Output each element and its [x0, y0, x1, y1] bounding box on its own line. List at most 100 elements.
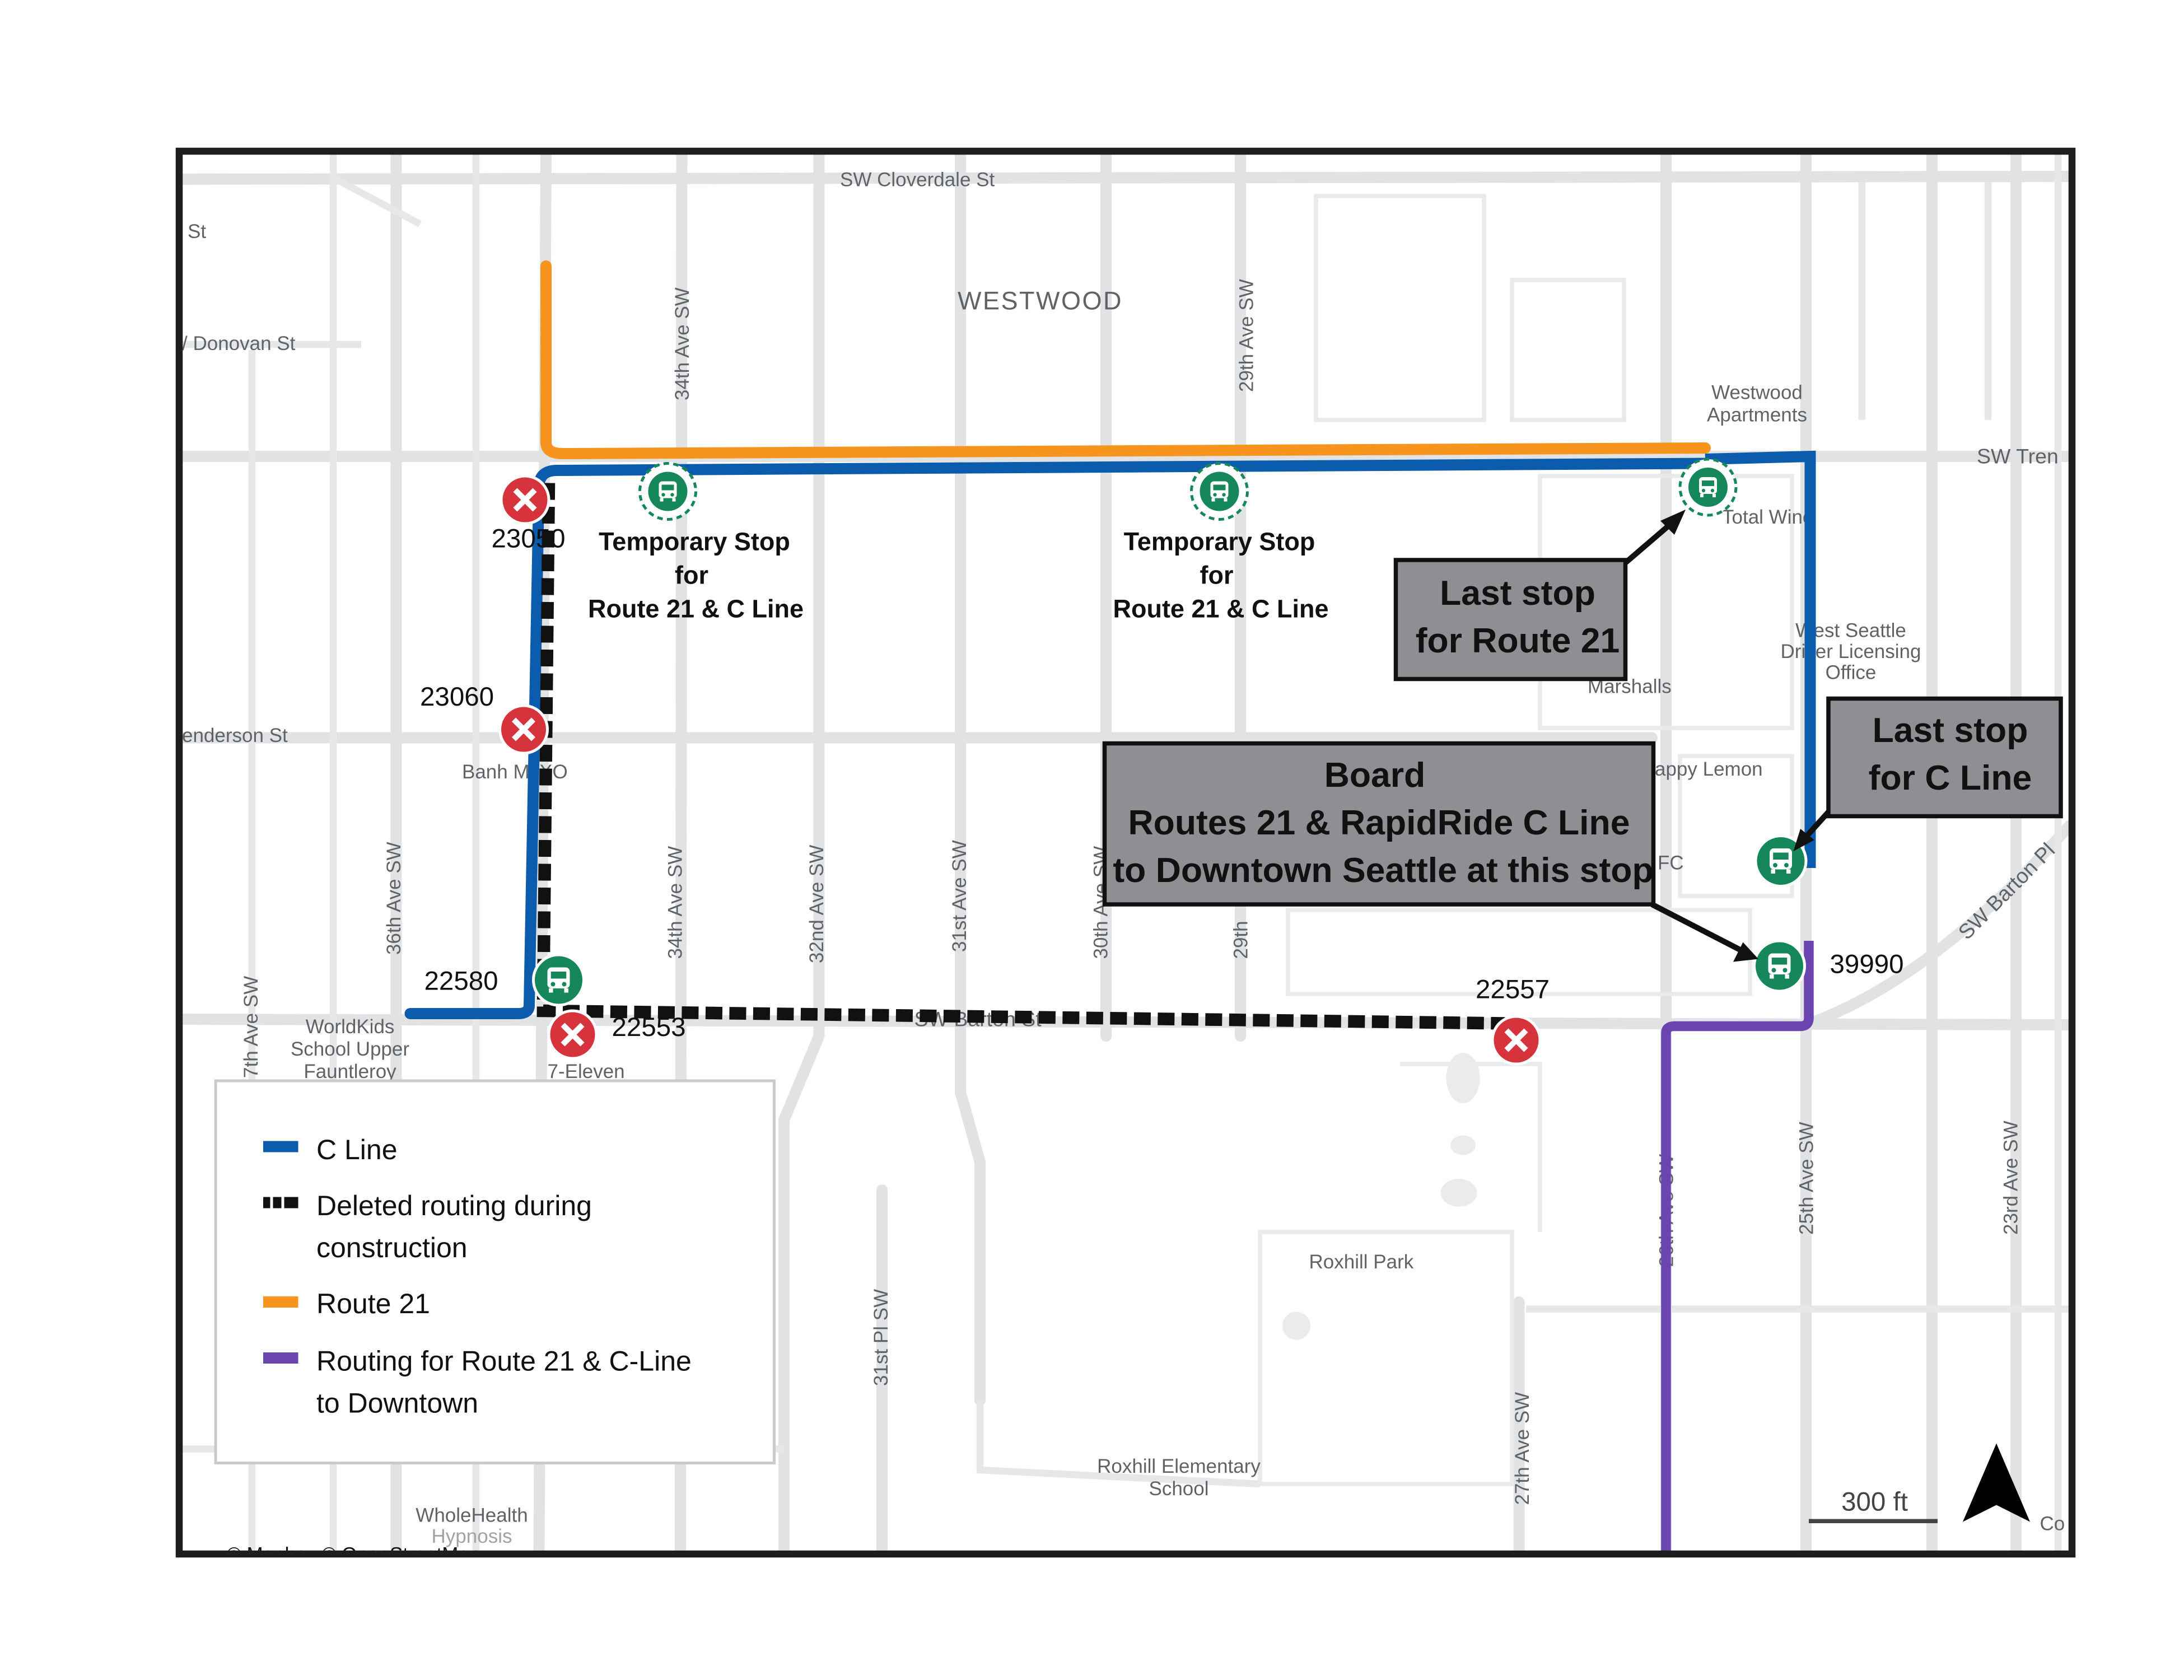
- place-label: Roxhill Elementary: [1097, 1455, 1261, 1477]
- place-label: WorldKids: [306, 1016, 395, 1038]
- svg-text:Last stop: Last stop: [1440, 573, 1595, 613]
- bus-stop-22580[interactable]: [532, 953, 585, 1007]
- north-arrow-icon: [1963, 1443, 2030, 1522]
- street-label: 31st Pl SW: [870, 1289, 892, 1386]
- bus-stops: [532, 458, 1808, 1007]
- legend: C Line Deleted routing during constructi…: [214, 1079, 776, 1464]
- legend-label: C Line: [316, 1134, 398, 1165]
- map-area[interactable]: SW Cloverdale St St / Donovan St enderso…: [182, 154, 2069, 1566]
- street-label: enderson St: [182, 725, 288, 746]
- map-frame: [175, 147, 2076, 1558]
- legend-swatch-deleted: [263, 1197, 298, 1208]
- street-label: 34th Ave SW: [671, 287, 693, 400]
- street-labels: SW Cloverdale St St / Donovan St enderso…: [182, 169, 2059, 1505]
- closed-stop-23050[interactable]: [500, 474, 550, 525]
- route-21-line: [540, 260, 1711, 460]
- street-label: 32nd Ave SW: [806, 845, 828, 963]
- svg-text:Temporary Stop: Temporary Stop: [1124, 528, 1315, 556]
- map-attribution: © Mapbox © OpenStreetMap: [227, 1544, 480, 1566]
- temporary-stop-route-21-last[interactable]: [1678, 458, 1738, 517]
- closed-stop-22557[interactable]: [1491, 1015, 1542, 1066]
- svg-text:300 ft: 300 ft: [1841, 1487, 1908, 1517]
- svg-text:Route 21 & C Line: Route 21 & C Line: [1113, 595, 1328, 623]
- close-icon: [1504, 1028, 1528, 1052]
- place-label: Fauntleroy: [304, 1061, 396, 1082]
- svg-text:for: for: [1200, 561, 1234, 590]
- arrow-head-icon: [1793, 829, 1814, 851]
- closed-stops: [498, 474, 1542, 1066]
- bus-stop-39990[interactable]: [1753, 939, 1806, 993]
- stop-numbers: 23050 23060 22580 22553 22557 39990: [420, 524, 1904, 1043]
- temporary-stop[interactable]: [638, 462, 697, 521]
- stop-number: 22553: [612, 1012, 686, 1042]
- street-label: 34th Ave SW: [665, 846, 687, 959]
- legend-label: construction: [316, 1232, 468, 1263]
- place-label: Office: [1826, 662, 1877, 684]
- arrow-head-icon: [1660, 510, 1686, 535]
- temporary-stop[interactable]: [1190, 462, 1249, 521]
- street-label: 29th: [1230, 921, 1252, 959]
- street-label: 23rd Ave SW: [2000, 1121, 2022, 1235]
- place-label: School: [1149, 1478, 1208, 1500]
- street-label: 31st Ave SW: [949, 840, 970, 952]
- street-label: 29th Ave SW: [1236, 279, 1258, 392]
- neighborhood-label: WESTWOOD: [958, 287, 1123, 315]
- street-label: St: [188, 221, 206, 242]
- bus-stop-c-line-last[interactable]: [1754, 834, 1808, 888]
- closed-stop-22553[interactable]: [547, 1009, 598, 1060]
- svg-text:to Downtown Seattle at this st: to Downtown Seattle at this stop: [1113, 851, 1653, 890]
- svg-text:Temporary Stop: Temporary Stop: [599, 528, 790, 556]
- place-label: Westwood: [1711, 382, 1803, 404]
- arrow: [1650, 902, 1746, 955]
- place-label: 7-Eleven: [548, 1061, 625, 1082]
- close-icon: [561, 1023, 585, 1047]
- street-label: 25th Ave SW: [1796, 1122, 1818, 1235]
- svg-text:Route 21 & C Line: Route 21 & C Line: [588, 595, 804, 623]
- stop-number: 22557: [1476, 975, 1550, 1005]
- place-label: Hypnosis: [432, 1525, 512, 1547]
- callout-route-21-last-stop: Last stop for Route 21: [1393, 510, 1686, 682]
- place-label: Driver Licensing: [1781, 641, 1921, 662]
- legend-label: to Downtown: [316, 1388, 478, 1419]
- stop-number: 22580: [424, 967, 498, 996]
- place-labels: WESTWOOD Westwood Apartments Total Wine …: [291, 287, 2065, 1548]
- legend-swatch-route-21: [263, 1296, 298, 1308]
- place-label: appy Lemon: [1655, 758, 1763, 780]
- stop-number: 39990: [1830, 950, 1904, 979]
- c-line-route: [1705, 450, 1816, 868]
- place-label: WholeHealth: [416, 1505, 528, 1527]
- deleted-routing: [536, 483, 1505, 1030]
- stop-number: 23060: [420, 682, 494, 712]
- place-label: Apartments: [1707, 404, 1807, 426]
- callout-c-line-last-stop: Last stop for C Line: [1793, 696, 2063, 851]
- street-label: 36th Ave SW: [383, 842, 405, 955]
- arrow-head-icon: [1733, 942, 1758, 962]
- downtown-routing: [1661, 941, 1814, 1551]
- svg-text:for: for: [675, 561, 708, 590]
- svg-text:for C Line: for C Line: [1869, 758, 2032, 797]
- street-label: 27th Ave SW: [1511, 1392, 1533, 1505]
- street-label: SW Tren: [1977, 445, 2059, 468]
- street-label: / Donovan St: [182, 333, 296, 354]
- callout-board-here: Board Routes 21 & RapidRide C Line to Do…: [1102, 741, 1758, 962]
- place-label: Roxhill Park: [1309, 1251, 1414, 1273]
- street-label: SW Cloverdale St: [840, 169, 995, 191]
- legend-label: Routing for Route 21 & C-Line: [316, 1346, 692, 1377]
- scale-bar: 300 ft: [1809, 1487, 1938, 1523]
- svg-text:for Route 21: for Route 21: [1416, 621, 1620, 660]
- stop-number: 23050: [492, 524, 566, 554]
- place-label: Total Wine: [1722, 506, 1813, 528]
- arrow: [1623, 519, 1677, 565]
- legend-swatch-downtown: [263, 1352, 298, 1364]
- place-label: FC: [1658, 852, 1684, 874]
- street-label: 7th Ave SW: [240, 976, 262, 1078]
- svg-text:Board: Board: [1324, 755, 1426, 795]
- closed-stop-23060[interactable]: [498, 704, 549, 755]
- close-icon: [511, 717, 536, 741]
- close-icon: [513, 488, 537, 512]
- legend-label: Route 21: [316, 1288, 430, 1319]
- legend-label: Deleted routing during: [316, 1190, 592, 1221]
- temporary-stop-labels: Temporary Stop for Route 21 & C Line Tem…: [588, 528, 1329, 623]
- place-label: Co: [2040, 1513, 2065, 1535]
